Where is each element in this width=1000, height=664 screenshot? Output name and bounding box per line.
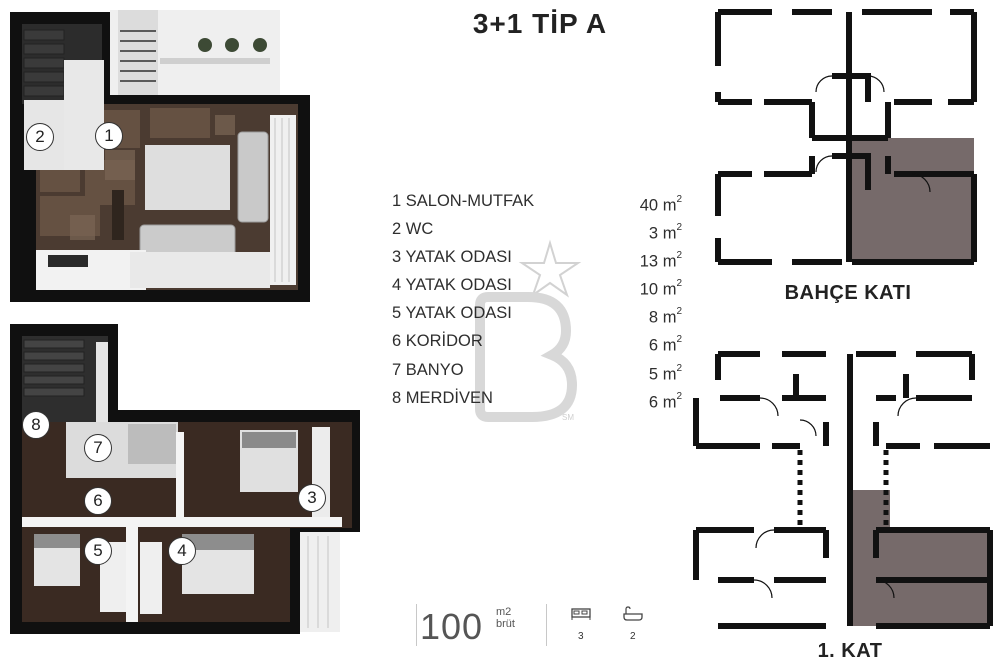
room-list: 1 SALON-MUTFAK 40 m2 2 WC 3 m2 3 YATAK O… [392,190,682,415]
room-marker-4: 4 [168,537,196,565]
floor-label-first: 1. KAT [817,640,883,662]
room-name: 2 WC [392,220,434,239]
room-area: 13 m2 [639,250,682,271]
room-marker-6: 6 [84,487,112,515]
room-area: 6 m2 [648,334,682,355]
room-marker-8: 8 [22,411,50,439]
room-area: 40 m2 [639,194,682,215]
gross-area-value: 100 [420,606,484,647]
page-title: 3+1 TİP A [472,8,608,39]
room-row: 4 YATAK ODASI 10 m2 [392,274,682,302]
room-marker-2: 2 [26,123,54,151]
ground-floor-render [10,10,310,302]
floor-label-ground: BAHÇE KATI [784,282,912,304]
room-name: 3 YATAK ODASI [392,248,512,267]
room-area: 6 m2 [648,390,682,412]
room-area: 5 m2 [648,362,682,384]
bathtub-icon [623,606,643,621]
room-area: 8 m2 [648,306,682,327]
room-name: 6 KORİDOR [392,332,483,351]
unit-stats: 100 m2 brüt 3 2 [412,600,662,652]
watermark-mark: SM [562,413,574,422]
bed-icon [571,608,591,620]
room-marker-5: 5 [84,537,112,565]
bathroom-count: 2 [630,631,636,642]
room-area: 10 m2 [639,278,682,299]
room-name: 1 SALON-MUTFAK [392,192,535,210]
watermark-logo: SM [475,239,582,422]
keyplan-ground [715,9,977,265]
room-name: 8 MERDİVEN [392,388,493,407]
room-row: 1 SALON-MUTFAK 40 m2 [392,190,682,218]
room-area: 3 m2 [648,222,682,243]
room-row: 5 YATAK ODASI 8 m2 [392,302,682,330]
room-name: 7 BANYO [392,360,464,379]
room-marker-3: 3 [298,484,326,512]
room-marker-7: 7 [84,434,112,462]
room-marker-1: 1 [95,122,123,150]
room-name: 5 YATAK ODASI [392,304,512,323]
room-row: 3 YATAK ODASI 13 m2 [392,246,682,274]
room-row: 8 MERDİVEN 6 m2 [392,387,682,415]
gross-area-unit: m2 brüt [496,606,515,630]
room-name: 4 YATAK ODASI [392,276,512,295]
room-row: 6 KORİDOR 6 m2 [392,330,682,358]
bedroom-count: 3 [578,631,584,642]
room-row: 7 BANYO 5 m2 [392,359,682,387]
room-row: 2 WC 3 m2 [392,218,682,246]
keyplan-first [693,351,993,629]
